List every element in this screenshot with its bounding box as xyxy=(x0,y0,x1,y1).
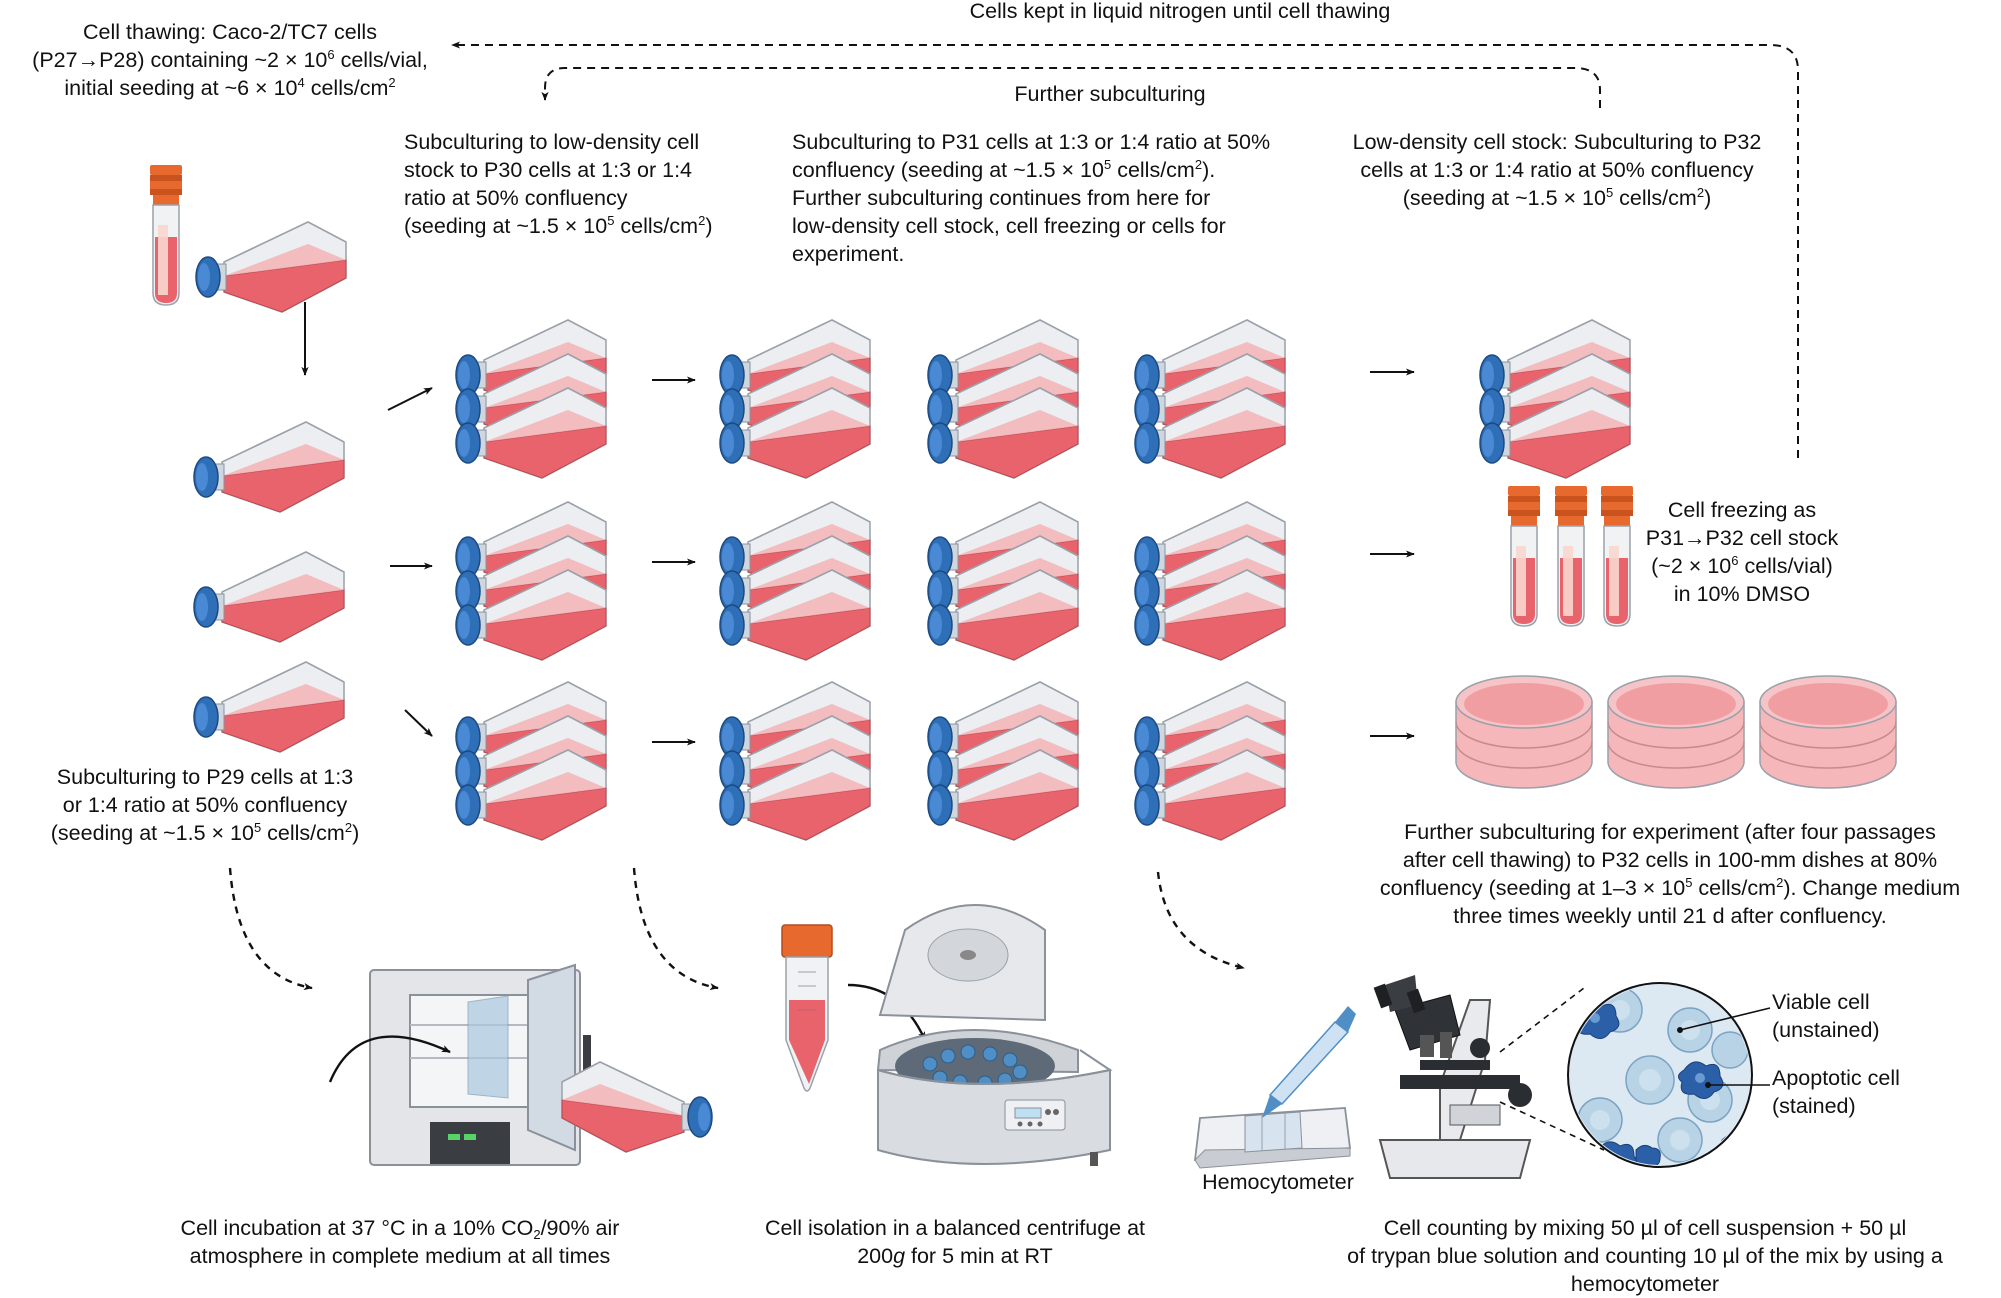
microscope-icon xyxy=(1373,975,1532,1179)
triple-flask-stack-icon xyxy=(720,320,870,478)
magnified-cells-icon xyxy=(1567,982,1753,1168)
triple-flask-stack-icon xyxy=(928,502,1078,660)
further-subculturing-label: Further subculturing xyxy=(1014,82,1206,106)
thawing-caption: Cell thawing: Caco-2/TC7 cells (P27→P28)… xyxy=(32,20,428,100)
culture-flask-icon xyxy=(193,551,345,643)
incubation-caption: Cell incubation at 37 °C in a 10% CO2/90… xyxy=(180,1216,620,1268)
centrifuge-caption: Cell isolation in a balanced centrifuge … xyxy=(764,1216,1146,1268)
petri-dish-icon xyxy=(1759,675,1897,789)
triple-flask-stack-icon xyxy=(1135,502,1285,660)
centrifuge-icon xyxy=(876,904,1113,1166)
liquid-nitrogen-return-arrow xyxy=(451,41,1799,458)
viable-cell-label: Viable cell (unstained) xyxy=(1772,990,1880,1042)
cryovial-icon xyxy=(1554,485,1588,627)
cryovial-icon xyxy=(149,164,183,306)
apoptotic-cell-label: Apoptotic cell (stained) xyxy=(1772,1066,1900,1118)
petri-dish-icon xyxy=(1455,675,1593,789)
triple-flask-stack-icon xyxy=(720,682,870,840)
triple-flask-stack-icon xyxy=(1135,682,1285,840)
incubator-icon xyxy=(369,963,591,1166)
culture-flask-icon xyxy=(195,221,347,313)
culture-flask-icon xyxy=(193,661,345,753)
triple-flask-stack-icon xyxy=(928,320,1078,478)
conical-tube-icon xyxy=(781,924,833,1092)
triple-flask-stack-icon xyxy=(1480,320,1630,478)
petri-dish-icon xyxy=(1607,675,1745,789)
hemocytometer-icon xyxy=(1193,1107,1352,1169)
triple-flask-stack-icon xyxy=(720,502,870,660)
p32-caption: Low-density cell stock: Subculturing to … xyxy=(1352,130,1762,210)
experiment-caption: Further subculturing for experiment (aft… xyxy=(1379,820,1961,928)
culture-flask-icon xyxy=(561,1061,713,1153)
freezing-caption: Cell freezing as P31→P32 cell stock (~2 … xyxy=(1645,498,1839,606)
p30-caption: Subculturing to low-density cell stock t… xyxy=(404,130,713,238)
counting-caption: Cell counting by mixing 50 µl of cell su… xyxy=(1347,1216,1943,1296)
further-subculturing-return-arrow xyxy=(541,67,1601,108)
hemocytometer-label: Hemocytometer xyxy=(1202,1170,1354,1194)
triple-flask-stack-icon xyxy=(1135,320,1285,478)
cells-kept-label: Cells kept in liquid nitrogen until cell… xyxy=(969,0,1391,23)
culture-flask-icon xyxy=(193,421,345,513)
p29-caption: Subculturing to P29 cells at 1:3 or 1:4 … xyxy=(50,765,360,845)
cryovial-icon xyxy=(1600,485,1634,627)
triple-flask-stack-icon xyxy=(928,682,1078,840)
triple-flask-stack-icon xyxy=(456,502,606,660)
pipette-icon xyxy=(1262,1006,1356,1118)
triple-flask-stack-icon xyxy=(456,320,606,478)
cryovial-icon xyxy=(1507,485,1541,627)
triple-flask-stack-icon xyxy=(456,682,606,840)
p31-caption: Subculturing to P31 cells at 1:3 or 1:4 … xyxy=(792,130,1271,266)
